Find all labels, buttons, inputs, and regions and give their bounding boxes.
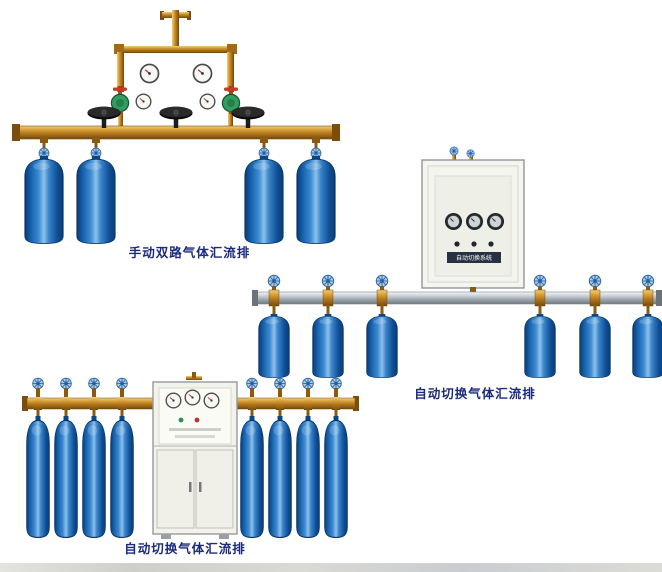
gas-cylinder	[239, 416, 265, 538]
caption-auto-floor: 自动切换气体汇流排	[124, 541, 246, 556]
auto-switch-control-cabinet: 自动切换系统	[421, 159, 525, 289]
cabinet-door	[156, 449, 195, 529]
door-handle	[189, 482, 192, 492]
figure-auto-switch-floor: 自动切换气体汇流排	[15, 372, 365, 556]
valve-handwheel-icon	[267, 274, 281, 288]
cylinder-connection	[260, 137, 268, 155]
pressure-gauge-icon	[192, 63, 213, 84]
auto-switch-wall-image: 自动切换系统	[252, 146, 662, 378]
shutoff-valve-handwheel-icon	[159, 106, 193, 128]
cabinet-label: 自动切换系统	[456, 254, 492, 262]
caption-manual-dual: 手动双路气体汇流排	[128, 245, 251, 260]
pressure-gauge-icon	[165, 392, 182, 409]
inlet-top-piping	[114, 10, 237, 128]
gas-cylinder	[632, 314, 662, 378]
indicator-dot	[471, 241, 477, 247]
pressure-gauge-icon	[135, 93, 152, 110]
shutoff-valve-handwheel-icon	[231, 106, 265, 128]
auto-switch-control-cabinet	[152, 372, 238, 539]
valve-handwheel-icon	[246, 377, 258, 390]
gas-cylinder	[323, 416, 349, 538]
inlet-pipe	[469, 153, 473, 162]
gas-cylinder	[109, 416, 135, 538]
shutoff-valve-handwheel-icon	[87, 106, 121, 128]
valve-handwheel-icon	[375, 274, 389, 288]
cylinder-connection	[40, 137, 48, 155]
gas-cylinder	[81, 416, 107, 538]
valve-handwheel-icon	[588, 274, 602, 288]
manual-dual-manifold-image	[12, 10, 340, 244]
pressure-gauge-icon	[465, 212, 484, 231]
pressure-gauge-icon	[139, 63, 160, 84]
valve-handwheel-icon	[32, 377, 44, 390]
valve-handwheel-icon	[321, 274, 335, 288]
pressure-gauge-icon	[444, 212, 463, 231]
gas-cylinder	[53, 416, 79, 538]
valve-handwheel-icon	[449, 146, 459, 156]
valve-handwheel-icon	[88, 377, 100, 390]
gas-cylinder	[312, 314, 344, 378]
valve-handwheel-icon	[466, 149, 475, 158]
valve-handwheel-icon	[274, 377, 286, 390]
gas-cylinder	[76, 156, 116, 244]
cabinet-name-plate	[447, 252, 501, 263]
valve-handwheel-icon	[641, 274, 655, 288]
cylinder-connection	[312, 137, 320, 155]
figure-auto-switch-wall: 自动切换系统	[252, 146, 662, 401]
pressure-gauge-icon	[199, 93, 216, 110]
valve-handwheel-icon	[60, 377, 72, 390]
gas-cylinder	[366, 314, 398, 378]
indicator-dot	[178, 417, 184, 423]
door-handle	[199, 482, 202, 492]
valve-handwheel-icon	[533, 274, 547, 288]
auto-switch-floor-image	[22, 372, 359, 539]
gas-cylinder	[258, 314, 290, 378]
cropped-image-strip	[0, 563, 662, 572]
gas-cylinder	[295, 416, 321, 538]
caption-auto-wall: 自动切换气体汇流排	[414, 386, 536, 401]
cabinet-door	[195, 449, 234, 529]
valve-handwheel-icon	[116, 377, 128, 390]
figure-manual-dual-manifold: 手动双路气体汇流排	[8, 6, 343, 260]
manifold-pipe	[252, 287, 662, 306]
indicator-dot	[454, 241, 460, 247]
gas-cylinder	[24, 156, 64, 244]
gas-cylinder	[524, 314, 556, 378]
pressure-gauge-icon	[486, 212, 505, 231]
gas-cylinder	[267, 416, 293, 538]
gas-cylinder	[579, 314, 611, 378]
pressure-gauge-icon	[184, 389, 201, 406]
valve-handwheel-icon	[302, 377, 314, 390]
pressure-gauge-icon	[203, 392, 220, 409]
valve-handwheel-icon	[330, 377, 342, 390]
indicator-dot	[194, 417, 200, 423]
cylinder-connection	[92, 137, 100, 155]
gas-cylinder	[25, 416, 51, 538]
indicator-dot	[488, 241, 494, 247]
